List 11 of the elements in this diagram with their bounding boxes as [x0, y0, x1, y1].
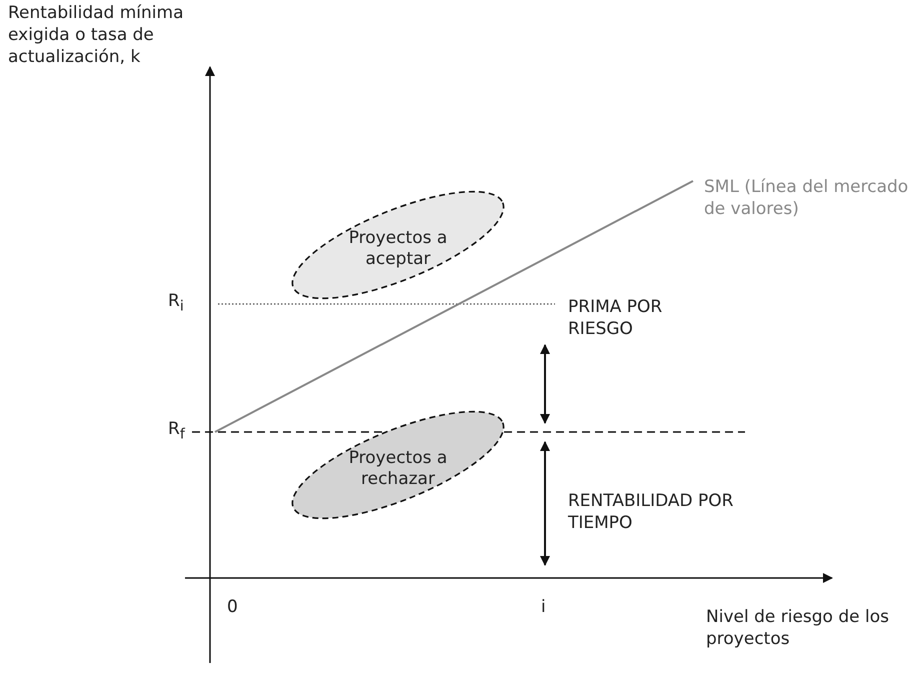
axis-tick-label: i: [541, 596, 547, 618]
region-label: Proyectos a rechazar: [348, 448, 448, 490]
axis-title: Rentabilidad mínima exigida o tasa de actualización, k: [8, 2, 184, 68]
line-label: SML (Línea del mercado de valores): [704, 176, 910, 220]
measure-label: RENTABILIDAD POR TIEMPO: [568, 490, 734, 534]
axis-tick-label: R$_{f}$: [168, 418, 186, 444]
measure-label: PRIMA POR RIESGO: [568, 296, 664, 340]
region-label: Proyectos a aceptar: [348, 228, 448, 270]
axis-title: Nivel de riesgo de los proyectos: [706, 606, 890, 650]
axis-tick-label: R$_{i}$: [168, 290, 185, 316]
axis-tick-label: 0: [227, 596, 239, 618]
